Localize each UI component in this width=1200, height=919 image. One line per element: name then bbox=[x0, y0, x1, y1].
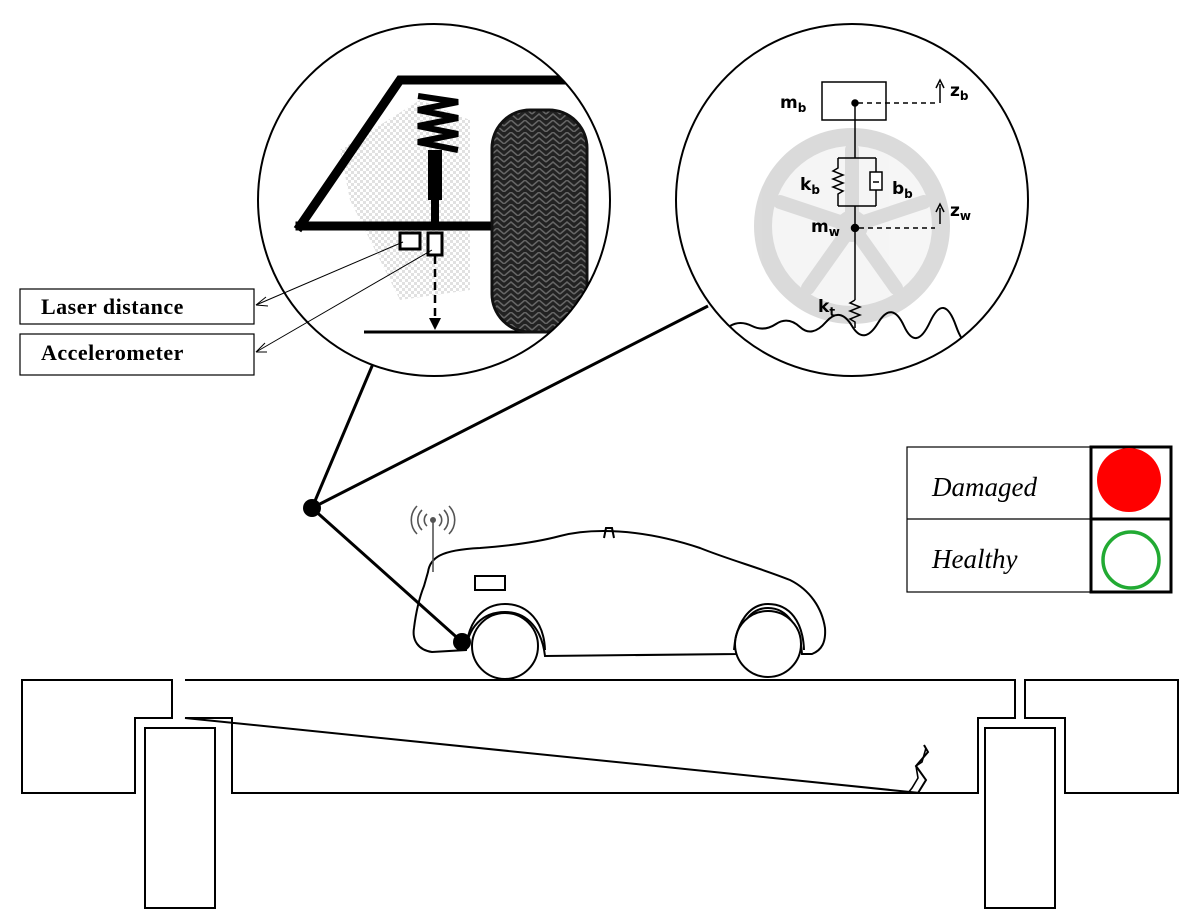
body-damper-symbol: bb bbox=[892, 179, 913, 201]
laser-label: Laser distance bbox=[41, 294, 184, 319]
car-roof-fin bbox=[603, 527, 615, 539]
car-front-wheel bbox=[471, 612, 539, 680]
model-symbols: mb zb kb bb mw zw kt bbox=[780, 81, 971, 319]
antenna-icon bbox=[410, 505, 456, 572]
bridge-crack bbox=[907, 747, 927, 794]
shock-absorber bbox=[428, 150, 442, 200]
car-sensor-box bbox=[474, 575, 506, 591]
car-rear-wheel bbox=[734, 610, 802, 678]
body-spring bbox=[830, 158, 846, 206]
wheel-displacement-symbol: zw bbox=[950, 201, 971, 223]
damaged-indicator-icon bbox=[1097, 448, 1161, 512]
right-approach-slab bbox=[1024, 679, 1179, 794]
tire-spring bbox=[847, 299, 863, 328]
quarter-car-schematic bbox=[821, 78, 945, 328]
callout-lines bbox=[310, 304, 709, 644]
sensor-pointers bbox=[255, 241, 433, 353]
left-approach-slab bbox=[21, 679, 173, 794]
quarter-car-model-view bbox=[676, 24, 1028, 376]
suspension-detail-view bbox=[258, 24, 610, 376]
tire-spring-symbol: kt bbox=[818, 297, 835, 319]
coil-spring bbox=[417, 93, 459, 153]
body-displacement-symbol: zb bbox=[950, 81, 969, 103]
bridge-deck bbox=[184, 679, 1016, 794]
legend-damaged-label: Damaged bbox=[931, 472, 1037, 502]
legend-healthy-label: Healthy bbox=[931, 544, 1017, 574]
car bbox=[412, 527, 827, 680]
body-mass-symbol: mb bbox=[780, 93, 807, 115]
sensor-labels: Laser distance Accelerometer bbox=[19, 288, 255, 376]
laser-beam-arrow bbox=[429, 318, 441, 330]
road-surface bbox=[729, 307, 981, 344]
accelerometer-label: Accelerometer bbox=[41, 340, 184, 365]
body-damper bbox=[869, 171, 883, 191]
accelerometer-sensor bbox=[426, 231, 444, 257]
car-rear-wheel-arch bbox=[733, 602, 805, 651]
accelerometer-label-box bbox=[19, 333, 255, 376]
body-spring-symbol: kb bbox=[800, 175, 820, 197]
status-legend: Damaged Healthy bbox=[906, 445, 1173, 594]
suspension-detail-circle bbox=[257, 23, 611, 377]
healthy-indicator-icon bbox=[1101, 530, 1161, 590]
bridge bbox=[21, 679, 1179, 909]
quarter-car-model-circle bbox=[675, 23, 1029, 377]
callout-dot-wheel bbox=[453, 633, 471, 651]
callout-dot-top bbox=[303, 499, 321, 517]
left-pier bbox=[144, 727, 216, 909]
tire bbox=[490, 108, 589, 334]
right-pier bbox=[984, 727, 1056, 909]
car-front-wheel-arch bbox=[465, 602, 546, 651]
laser-sensor bbox=[398, 231, 422, 251]
wheel-mass-symbol: mw bbox=[811, 217, 840, 239]
laser-label-box bbox=[19, 288, 255, 325]
